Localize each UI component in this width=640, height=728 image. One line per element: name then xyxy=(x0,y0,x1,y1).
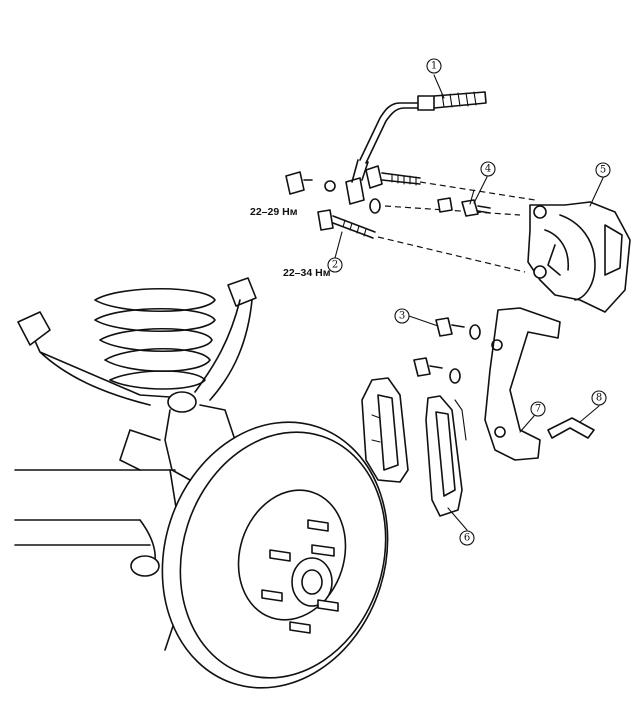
callout-4: 4 xyxy=(480,161,496,177)
callout-6: 6 xyxy=(459,530,475,546)
brake-pad-inner xyxy=(425,395,467,517)
callout-3: 3 xyxy=(394,308,410,324)
svg-text:7: 7 xyxy=(535,404,541,415)
svg-text:6: 6 xyxy=(464,533,470,544)
bracket-bolt-upper xyxy=(435,317,481,340)
wheel-studs xyxy=(261,519,339,634)
torque-label-upper: 22–29 Нм xyxy=(250,206,298,218)
svg-text:1: 1 xyxy=(431,61,437,72)
svg-text:5: 5 xyxy=(600,165,606,176)
svg-text:4: 4 xyxy=(485,164,491,175)
leader-lines xyxy=(334,74,604,531)
caliper-bracket xyxy=(484,307,561,461)
guide-pin-upper xyxy=(365,165,421,189)
svg-text:3: 3 xyxy=(399,311,405,322)
torque-label-lower: 22–34 Нм xyxy=(283,267,331,279)
brake-pad-outer xyxy=(361,377,409,483)
callout-1: 1 xyxy=(426,58,442,74)
upper-bolt xyxy=(285,171,336,195)
bleeder-valve xyxy=(437,189,491,217)
svg-text:2: 2 xyxy=(332,260,338,271)
callout-7: 7 xyxy=(530,401,546,417)
axle-housing xyxy=(14,469,176,577)
guide-pin-lower xyxy=(317,209,526,273)
callout-2: 2 xyxy=(327,257,343,273)
wear-sensor xyxy=(345,91,487,205)
upper-control-arm xyxy=(17,277,257,406)
coil-spring xyxy=(94,287,216,390)
callout-8: 8 xyxy=(591,390,607,406)
anti-rattle-clip xyxy=(547,417,595,439)
bracket-bolt-lower xyxy=(413,357,461,384)
caliper xyxy=(527,201,631,313)
bushing-upper xyxy=(369,198,521,216)
callout-5: 5 xyxy=(595,162,611,178)
svg-text:8: 8 xyxy=(596,393,602,404)
